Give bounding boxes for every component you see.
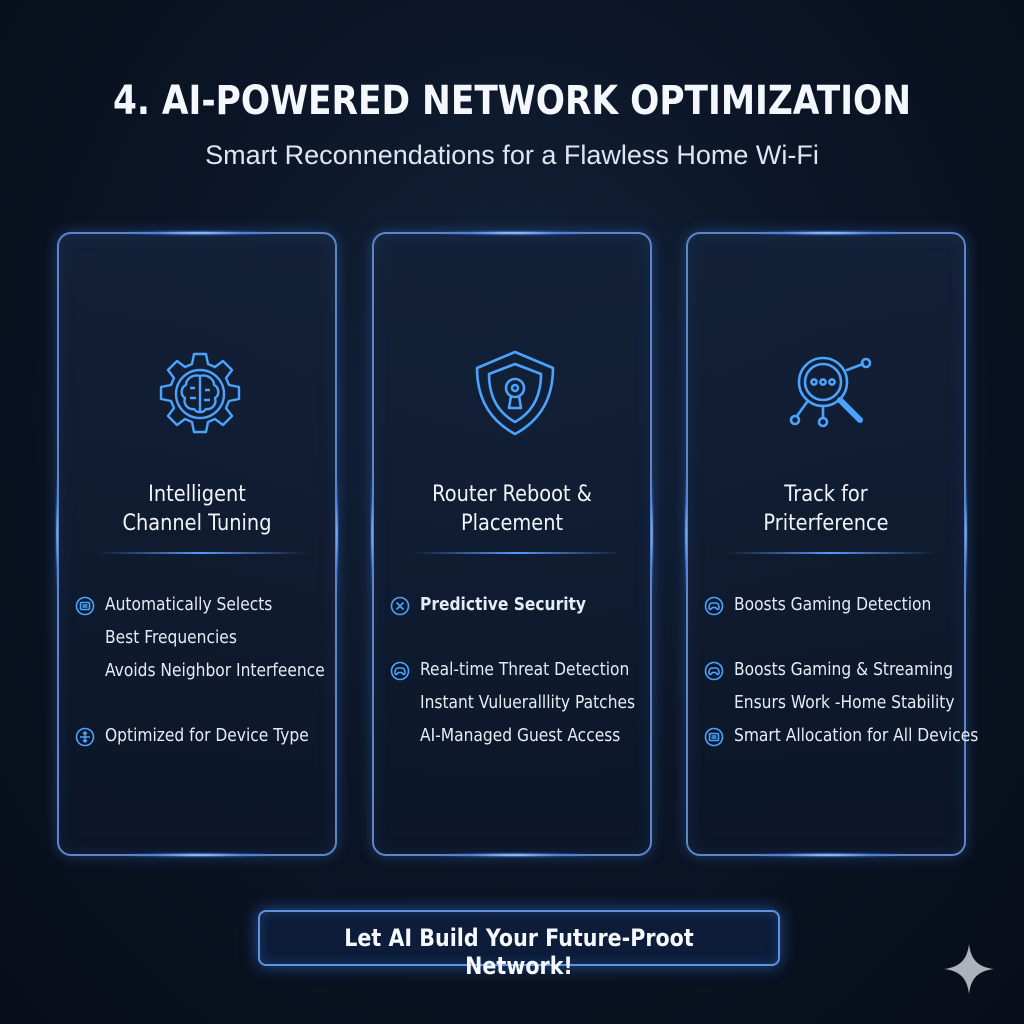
feature-text: Avoids Neighbor Interfeence xyxy=(105,660,325,681)
feature-text: Automatically Selects xyxy=(105,594,273,615)
feature-text: Smart Allocation for All Devices xyxy=(734,725,979,746)
sparkle-icon xyxy=(944,944,994,994)
feature-text: AI-Managed Guest Access xyxy=(420,725,621,746)
feature-text: Optimized for Device Type xyxy=(105,725,309,746)
gamepad-icon xyxy=(704,594,724,616)
feature-text: Instant Vulueralllity Patches xyxy=(420,692,636,713)
page-subtitle: Smart Reconnendations for a Flawless Hom… xyxy=(205,140,819,170)
card-title-line: Intelligent xyxy=(148,482,246,507)
card-divider xyxy=(726,552,936,554)
magnifier-network-icon xyxy=(783,348,875,440)
cta-button[interactable]: Let AI Build Your Future-Proot Network! xyxy=(258,910,780,980)
card-track-interference: Track for Priterference Boosts Gaming De… xyxy=(684,230,978,858)
card-title-line: Router Reboot & xyxy=(432,482,592,507)
feature-text: Boosts Gaming Detection xyxy=(734,594,932,615)
card-glow xyxy=(748,852,908,858)
card-title: Intelligent Channel Tuning xyxy=(76,480,319,538)
card-channel-tuning: Intelligent Channel Tuning Automatically… xyxy=(55,230,339,858)
list-icon xyxy=(75,594,95,616)
card-divider xyxy=(97,552,307,554)
feature-text: Real-time Threat Detection xyxy=(420,659,630,680)
feature-text: Ensurs Work -Home Stability xyxy=(734,692,955,713)
x-circle-icon xyxy=(390,594,410,616)
gamepad-icon xyxy=(704,659,724,681)
card-glow xyxy=(119,852,279,858)
card-title: Track for Priterference xyxy=(705,480,948,538)
list-icon xyxy=(704,725,724,747)
card-router-reboot: Router Reboot & Placement Predictive Sec… xyxy=(370,230,654,858)
card-glow xyxy=(434,852,594,858)
card-glow xyxy=(434,230,594,236)
card-title-line: Priterference xyxy=(763,511,889,536)
card-divider xyxy=(412,552,622,554)
feature-text: Best Frequencies xyxy=(105,627,237,648)
page-title: 4. AI-POWERED NETWORK OPTIMIZATION xyxy=(112,78,912,124)
card-title-line: Track for xyxy=(784,482,868,507)
card-title-line: Placement xyxy=(460,511,564,536)
cta-label: Let AI Build Your Future-Proot Network! xyxy=(344,924,694,980)
crosshair-icon xyxy=(75,725,95,747)
gamepad-icon xyxy=(390,659,410,681)
feature-text: Boosts Gaming & Streaming xyxy=(734,659,954,680)
card-title: Router Reboot & Placement xyxy=(391,480,634,538)
shield-lock-icon xyxy=(469,348,561,440)
card-glow xyxy=(748,230,908,236)
gear-brain-icon xyxy=(154,348,246,440)
feature-text: Predictive Security xyxy=(420,594,587,615)
card-title-line: Channel Tuning xyxy=(122,511,272,536)
card-glow xyxy=(119,230,279,236)
